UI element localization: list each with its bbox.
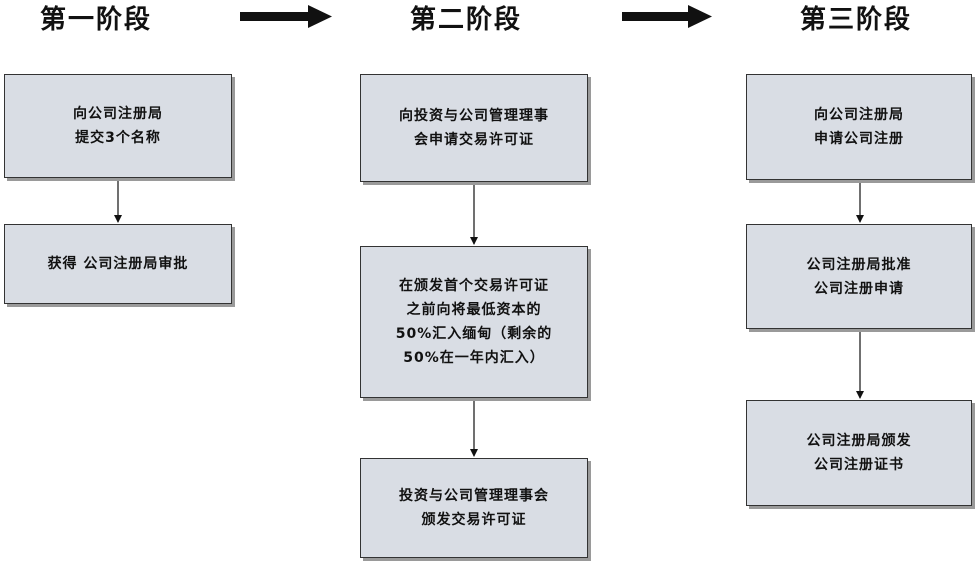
stage-3-step-3-box: 公司注册局颁发 公司注册证书 — [746, 400, 972, 506]
box-line: 申请公司注册 — [814, 131, 904, 147]
stage-2-step-2-box: 在颁发首个交易许可证 之前向将最低资本的 50%汇入缅甸（剩余的 50%在一年内… — [360, 246, 588, 398]
box-line: 公司注册申请 — [814, 280, 904, 297]
box-line: 投资与公司管理理事会 — [399, 488, 549, 504]
box-line: 向投资与公司管理理事 — [399, 108, 549, 124]
stage-3-title: 第三阶段 — [800, 5, 913, 35]
stage-3-step-2-box: 公司注册局批准 公司注册申请 — [746, 224, 972, 329]
box-line: 获得 公司注册局审批 — [47, 256, 189, 272]
box-line: 向公司注册局 — [73, 106, 163, 122]
stage-2-title: 第二阶段 — [410, 5, 523, 35]
box-line: 在颁发首个交易许可证 — [399, 278, 549, 294]
box-line: 50%在一年内汇入） — [403, 350, 545, 366]
box-line: 公司注册局颁发 — [806, 433, 912, 449]
box-line: 公司注册证书 — [814, 457, 904, 473]
stage-2-step-1-box: 向投资与公司管理理事 会申请交易许可证 — [360, 74, 588, 182]
box-line: 会申请交易许可证 — [414, 132, 534, 148]
box-line: 50%汇入缅甸（剩余的 — [395, 326, 553, 342]
stage-3-step-1-box: 向公司注册局 申请公司注册 — [746, 74, 972, 180]
stage-1-step-1-box: 向公司注册局 提交3个名称 — [4, 74, 232, 178]
box-line: 向公司注册局 — [814, 107, 904, 123]
box-line: 提交3个名称 — [75, 130, 161, 146]
box-line: 颁发交易许可证 — [421, 512, 527, 528]
stage-1-title: 第一阶段 — [40, 5, 153, 35]
stage-2-step-3-box: 投资与公司管理理事会 颁发交易许可证 — [360, 458, 588, 558]
stage-arrow-1-to-2 — [240, 5, 332, 28]
box-line: 公司注册局批准 — [806, 256, 912, 273]
box-line: 之前向将最低资本的 — [406, 302, 542, 318]
stage-1-step-2-box: 获得 公司注册局审批 — [4, 224, 232, 304]
stage-arrow-2-to-3 — [622, 5, 712, 28]
